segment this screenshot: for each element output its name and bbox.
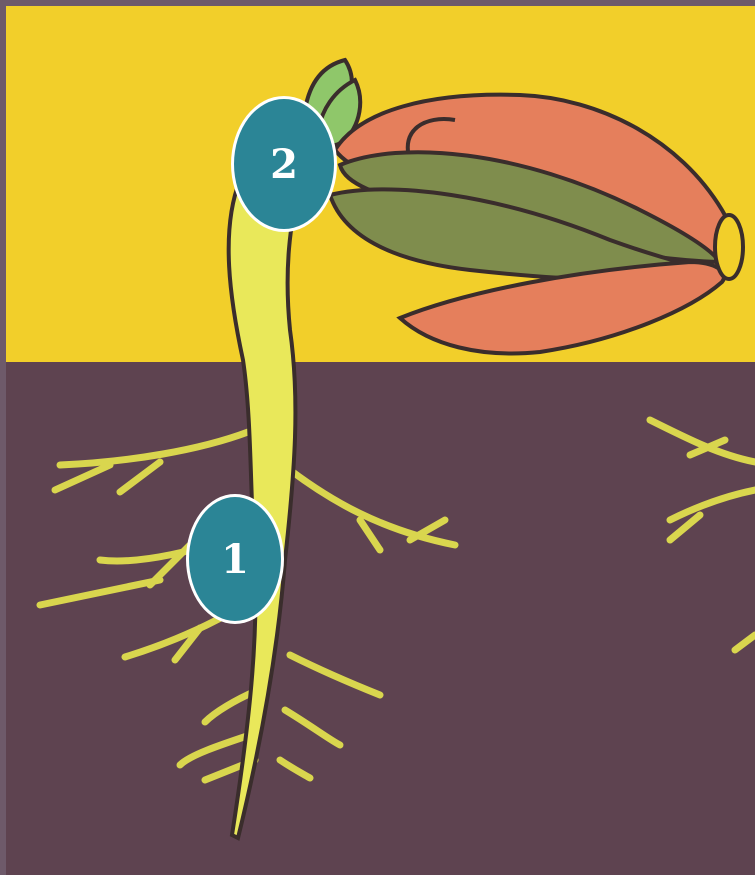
marker-root: 1 bbox=[186, 494, 284, 624]
marker-shoot: 2 bbox=[231, 96, 337, 232]
soil-background bbox=[6, 362, 755, 875]
